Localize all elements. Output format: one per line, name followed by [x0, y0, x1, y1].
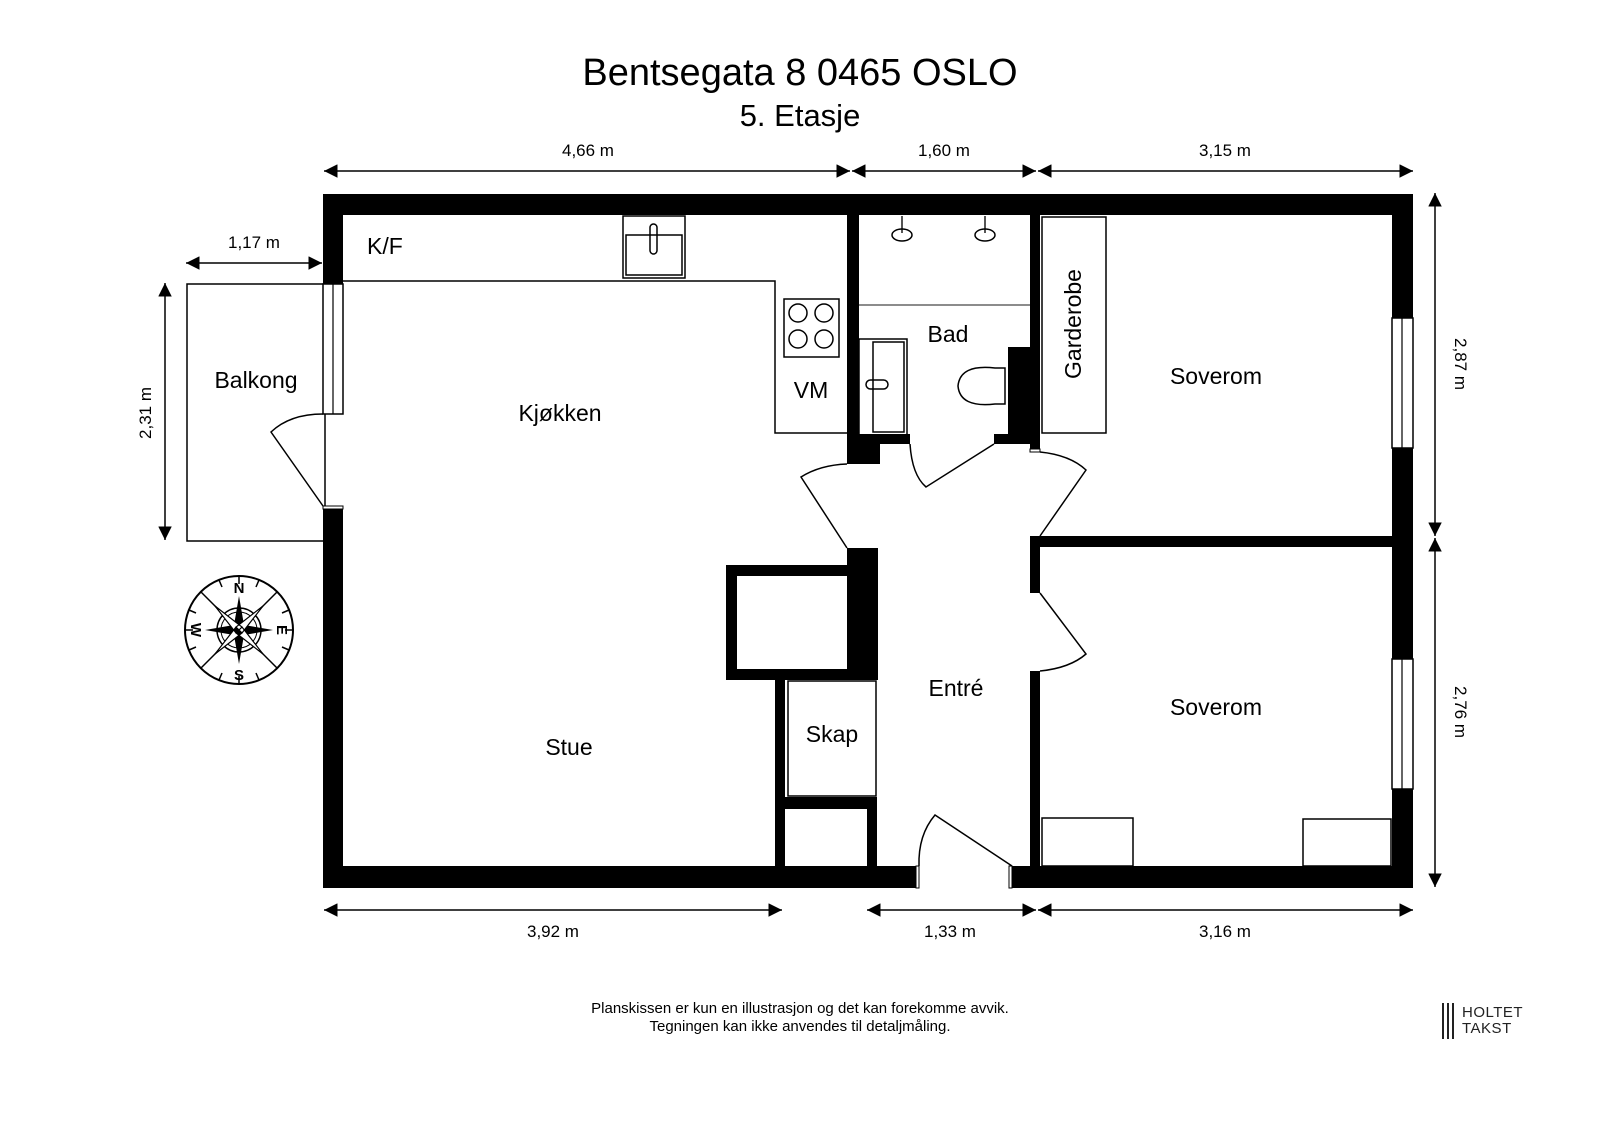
dim-top-bath: 1,60 m — [918, 141, 970, 160]
dim-top-bedroom: 3,15 m — [1199, 141, 1251, 160]
dim-balcony-height: 2,31 m — [136, 387, 155, 439]
dimension-lines — [158, 164, 1442, 917]
logo-bars-icon — [1442, 1003, 1456, 1039]
floor-subtitle: 5. Etasje — [739, 98, 861, 133]
disclaimer: Planskissen er kun en illustrasjon og de… — [500, 1000, 1100, 1036]
dim-bottom-living: 3,92 m — [527, 922, 579, 941]
logo-line-1: HOLTET — [1462, 1004, 1524, 1021]
doors — [799, 443, 1088, 889]
dim-bottom-bedroom: 3,16 m — [1199, 922, 1251, 941]
compass-s: S — [234, 667, 244, 684]
compass-e: E — [273, 625, 290, 635]
bedroom-furniture-left — [1041, 817, 1134, 867]
room-label-garderobe: Garderobe — [1060, 269, 1086, 379]
compass-w: W — [187, 623, 204, 638]
room-label-bad: Bad — [928, 321, 969, 347]
closet-outline — [787, 680, 877, 797]
room-label-vm: VM — [794, 377, 829, 403]
room-label-skap: Skap — [806, 721, 858, 747]
balcony-door — [270, 283, 344, 507]
balcony-outline — [186, 283, 326, 542]
kitchen-counter — [343, 215, 847, 434]
disclaimer-line-2: Tegningen kan ikke anvendes til detaljmå… — [649, 1018, 951, 1035]
logo-line-2: TAKST — [1462, 1020, 1512, 1037]
plan-title: Bentsegata 8 0465 OSLO — [582, 52, 1018, 94]
room-label-soverom-1: Soverom — [1170, 363, 1262, 389]
bath-fixtures — [858, 216, 1030, 436]
wardrobe-outline — [1041, 216, 1107, 434]
bedroom-furniture-right — [1302, 818, 1392, 867]
room-label-entre: Entré — [929, 675, 984, 701]
dim-balcony-width: 1,17 m — [228, 233, 280, 252]
room-label-balkong: Balkong — [214, 367, 297, 393]
dim-top-kitchen: 4,66 m — [562, 141, 614, 160]
compass-n: N — [234, 580, 245, 597]
room-label-kjokken: Kjøkken — [518, 400, 601, 426]
walls — [322, 194, 1414, 888]
dim-bottom-entry: 1,33 m — [924, 922, 976, 941]
disclaimer-line-1: Planskissen er kun en illustrasjon og de… — [591, 1000, 1009, 1017]
room-label-kf: K/F — [367, 233, 403, 259]
compass-icon: N S E W — [184, 575, 294, 685]
dim-right-upper: 2,87 m — [1451, 338, 1470, 390]
room-label-stue: Stue — [545, 734, 592, 760]
room-label-soverom-2: Soverom — [1170, 694, 1262, 720]
stove-icon — [783, 298, 840, 358]
company-logo: HOLTET TAKST — [1442, 1003, 1523, 1039]
dim-right-lower: 2,76 m — [1451, 686, 1470, 738]
